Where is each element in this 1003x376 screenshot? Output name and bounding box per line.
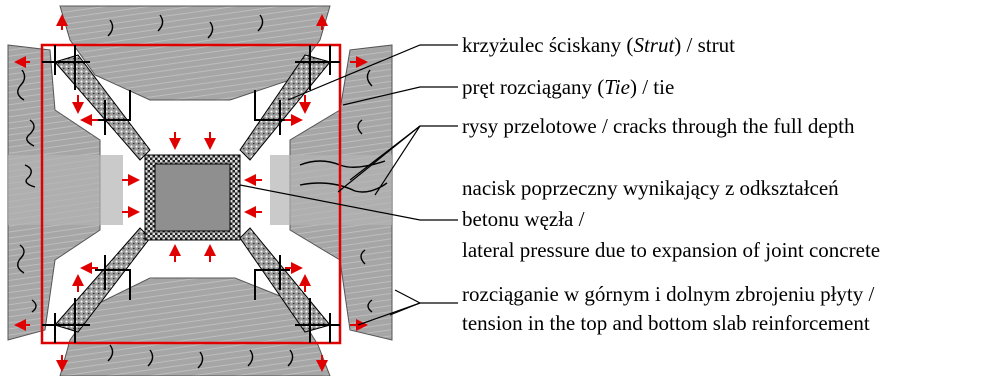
strut-top-right: [239, 54, 331, 161]
struts: [54, 54, 331, 333]
ties: [42, 45, 340, 343]
joint-core: [154, 163, 231, 232]
strut-top-left: [54, 54, 151, 161]
label-lateral-line1: nacisk poprzeczny wynikający z odkształc…: [462, 176, 839, 200]
label-tension-line2: tension in the top and bottom slab reinf…: [462, 311, 870, 335]
leader-lines: [239, 44, 458, 326]
force-arrows: [14, 14, 368, 372]
concrete-slab: [7, 5, 393, 376]
label-tie: pręt rozciągany (Tie) / tie: [462, 75, 675, 99]
label-lateral-line2: betonu węzła /: [462, 207, 585, 231]
joint-frame: [40, 43, 342, 345]
label-lateral-line3: lateral pressure due to expansion of joi…: [462, 238, 881, 262]
label-tension-line1: rozciąganie w górnym i dolnym zbrojeniu …: [462, 282, 875, 306]
label-strut: krzyżulec ściskany (Strut) / strut: [462, 33, 735, 57]
label-cracks: rysy przelotowe / cracks through the ful…: [462, 114, 855, 138]
